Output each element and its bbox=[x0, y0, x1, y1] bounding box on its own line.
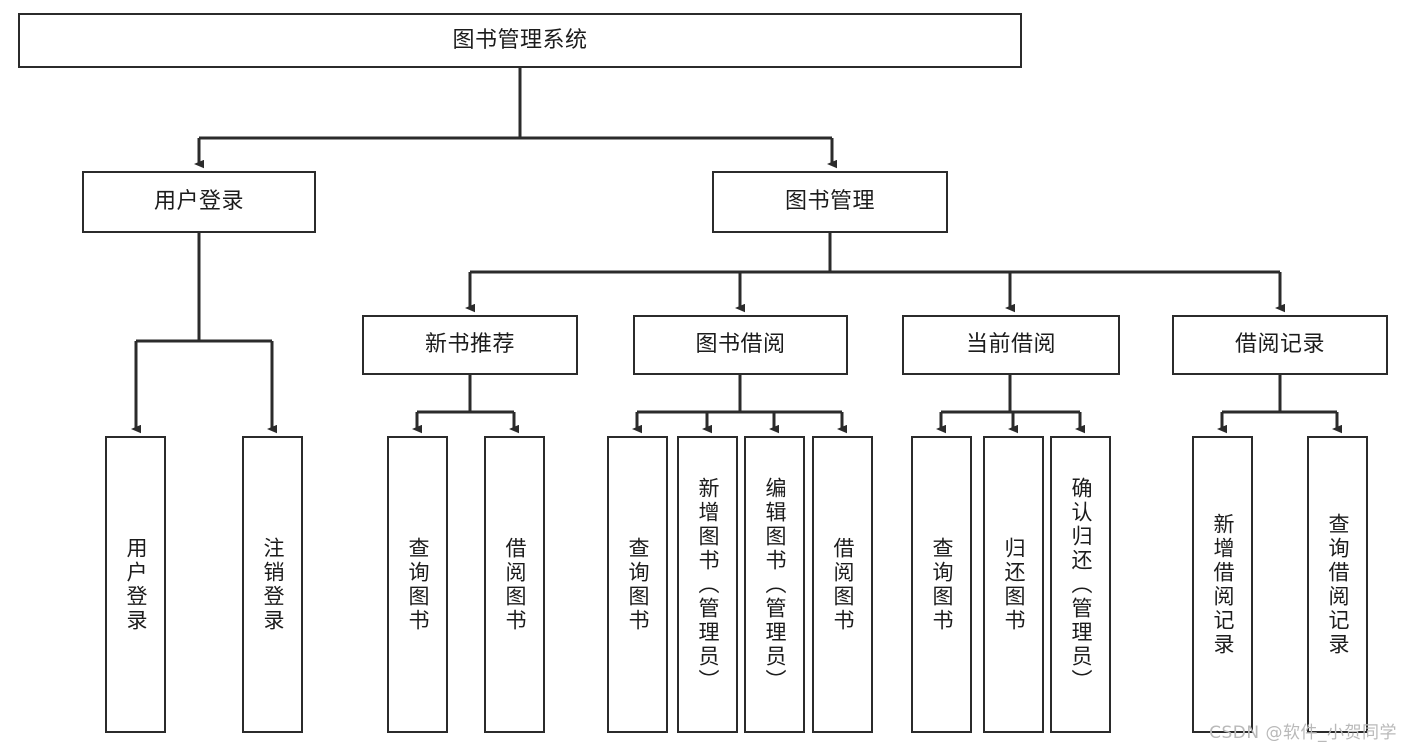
leaf-add-borrow-record-label: 新增借阅记录 bbox=[1211, 512, 1235, 657]
leaf-query-borrow-record-label: 查询借阅记录 bbox=[1326, 512, 1350, 657]
leaf-borrow-book-1[interactable]: 借阅图书 bbox=[484, 436, 545, 733]
leaf-edit-book-admin-label: 编辑图书（管理员） bbox=[763, 476, 787, 693]
leaf-query-book-2-label: 查询图书 bbox=[626, 536, 650, 633]
node-root[interactable]: 图书管理系统 bbox=[18, 13, 1022, 68]
leaf-confirm-return-admin[interactable]: 确认归还（管理员） bbox=[1050, 436, 1111, 733]
csdn-watermark: CSDN @软件_小贺同学 bbox=[1209, 723, 1397, 743]
node-book-management[interactable]: 图书管理 bbox=[712, 171, 948, 233]
node-book-borrow-label: 图书借阅 bbox=[695, 332, 786, 358]
leaf-borrow-book-1-label: 借阅图书 bbox=[503, 536, 527, 633]
node-book-management-label: 图书管理 bbox=[784, 189, 875, 215]
leaf-add-book-admin[interactable]: 新增图书（管理员） bbox=[677, 436, 738, 733]
leaf-query-borrow-record[interactable]: 查询借阅记录 bbox=[1307, 436, 1368, 733]
leaf-return-book[interactable]: 归还图书 bbox=[983, 436, 1044, 733]
node-new-book-recommend[interactable]: 新书推荐 bbox=[362, 315, 578, 375]
leaf-logout-label: 注销登录 bbox=[261, 536, 285, 633]
leaf-logout[interactable]: 注销登录 bbox=[242, 436, 303, 733]
node-current-borrow-label: 当前借阅 bbox=[965, 332, 1056, 358]
leaf-add-book-admin-label: 新增图书（管理员） bbox=[696, 476, 720, 693]
leaf-borrow-book-2-label: 借阅图书 bbox=[831, 536, 855, 633]
leaf-confirm-return-admin-label: 确认归还（管理员） bbox=[1069, 476, 1093, 693]
leaf-query-book-3-label: 查询图书 bbox=[930, 536, 954, 633]
leaf-add-borrow-record[interactable]: 新增借阅记录 bbox=[1192, 436, 1253, 733]
leaf-query-book-1[interactable]: 查询图书 bbox=[387, 436, 448, 733]
node-current-borrow[interactable]: 当前借阅 bbox=[902, 315, 1120, 375]
node-borrow-record-label: 借阅记录 bbox=[1234, 332, 1325, 358]
node-user-login-label: 用户登录 bbox=[153, 189, 244, 215]
leaf-borrow-book-2[interactable]: 借阅图书 bbox=[812, 436, 873, 733]
node-user-login[interactable]: 用户登录 bbox=[82, 171, 316, 233]
leaf-query-book-2[interactable]: 查询图书 bbox=[607, 436, 668, 733]
node-new-book-recommend-label: 新书推荐 bbox=[424, 332, 515, 358]
node-root-label: 图书管理系统 bbox=[452, 27, 588, 53]
leaf-query-book-3[interactable]: 查询图书 bbox=[911, 436, 972, 733]
leaf-query-book-1-label: 查询图书 bbox=[406, 536, 430, 633]
leaf-return-book-label: 归还图书 bbox=[1002, 536, 1026, 633]
leaf-edit-book-admin[interactable]: 编辑图书（管理员） bbox=[744, 436, 805, 733]
leaf-user-login-label: 用户登录 bbox=[124, 536, 148, 633]
leaf-user-login[interactable]: 用户登录 bbox=[105, 436, 166, 733]
node-borrow-record[interactable]: 借阅记录 bbox=[1172, 315, 1388, 375]
node-book-borrow[interactable]: 图书借阅 bbox=[633, 315, 848, 375]
